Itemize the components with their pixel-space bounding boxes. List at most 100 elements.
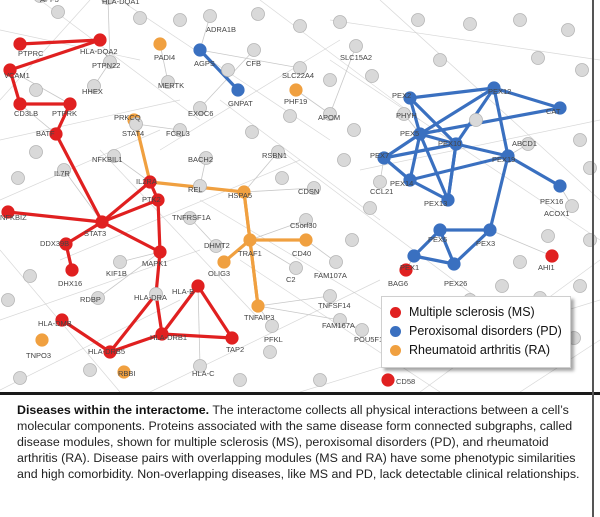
node-label: ABCD1	[512, 139, 537, 148]
node-label: POU5F1	[354, 335, 383, 344]
network-node	[521, 137, 535, 151]
node-label: PEX19	[492, 155, 515, 164]
node-label: KIF1B	[106, 269, 127, 278]
network-node	[251, 299, 265, 313]
network-node	[403, 173, 417, 187]
network-node	[323, 289, 337, 303]
network-node	[561, 23, 575, 37]
network-node	[23, 269, 37, 283]
network-node	[373, 175, 387, 189]
node-label: CD58	[396, 377, 415, 386]
node-label: HLA-DRA	[134, 293, 167, 302]
module-edge	[492, 86, 562, 110]
disease-legend: Multiple sclerosis (MS) Peroxisomal diso…	[381, 296, 571, 368]
network-node	[1, 293, 15, 307]
network-node	[299, 233, 313, 247]
node-label: BATF	[36, 129, 55, 138]
node-label: PTPRK	[52, 109, 77, 118]
network-canvas: APF3HLA-DQA1ADRA1BPTPRCHLA-DQA2AGPSCFBSL…	[0, 0, 600, 392]
network-node	[151, 193, 165, 207]
network-node	[183, 211, 197, 225]
node-label: PEX5	[400, 129, 419, 138]
network-node	[149, 287, 163, 301]
background-edge	[159, 39, 341, 151]
network-node	[573, 279, 587, 293]
network-node	[365, 69, 379, 83]
network-node	[329, 255, 343, 269]
ms-color-dot	[390, 306, 401, 318]
network-node	[345, 233, 359, 247]
node-label: REL	[188, 185, 203, 194]
node-label: PHYH	[396, 111, 417, 120]
module-edge	[382, 142, 458, 160]
ra-color-dot	[390, 344, 401, 356]
node-label: NFKBIL1	[92, 155, 122, 164]
network-node	[531, 51, 545, 65]
node-label: TAP2	[226, 345, 244, 354]
network-node	[541, 229, 555, 243]
node-label: RDBP	[80, 295, 101, 304]
network-node	[155, 327, 169, 341]
network-node	[203, 9, 217, 23]
network-node	[275, 171, 289, 185]
network-node	[173, 123, 187, 137]
module-edge	[408, 96, 458, 146]
node-label: PEX12	[488, 87, 511, 96]
node-label: GNPAT	[228, 99, 253, 108]
node-label: APOM	[318, 113, 340, 122]
node-label: MERTK	[158, 81, 184, 90]
network-node	[263, 345, 277, 359]
node-label: APF3	[40, 0, 59, 4]
node-label: CD3LB	[14, 109, 38, 118]
background-edge	[0, 129, 161, 201]
network-node	[13, 371, 27, 385]
module-edge	[18, 38, 102, 46]
network-node	[449, 137, 463, 151]
node-label: PEX26	[444, 279, 467, 288]
module-edge	[156, 198, 162, 254]
node-label: TNFAIP3	[244, 313, 274, 322]
network-node	[129, 117, 143, 131]
network-node	[575, 63, 589, 77]
background-edge	[199, 199, 401, 321]
node-label: ADRA1B	[206, 25, 236, 34]
node-label: BACH2	[188, 155, 213, 164]
module-edge	[408, 154, 510, 182]
network-node	[93, 33, 107, 47]
background-edge	[0, 299, 181, 391]
node-label: STAT4	[122, 129, 144, 138]
node-label: PEX16	[540, 197, 563, 206]
node-label: ACOX1	[544, 209, 569, 218]
module-edge	[100, 180, 152, 224]
network-node	[447, 257, 461, 271]
network-node	[583, 233, 597, 247]
background-edge	[219, 99, 381, 221]
background-edge	[113, 155, 151, 183]
background-edge	[0, 29, 141, 61]
background-edge	[197, 285, 201, 367]
network-node	[245, 125, 259, 139]
network-node	[441, 193, 455, 207]
network-node	[153, 245, 167, 259]
network-node	[463, 17, 477, 31]
network-node	[289, 83, 303, 97]
network-node	[565, 199, 579, 213]
network-node	[307, 181, 321, 195]
network-node	[553, 179, 567, 193]
network-node	[251, 7, 265, 21]
network-node	[355, 323, 369, 337]
node-label: RBBI	[118, 369, 136, 378]
node-label: PFKL	[264, 335, 283, 344]
module-edge	[408, 178, 450, 202]
network-node	[133, 11, 147, 25]
network-node	[91, 291, 105, 305]
network-node	[323, 107, 337, 121]
node-label: TRAF1	[238, 249, 262, 258]
module-edge	[198, 48, 240, 92]
module-edge	[446, 142, 458, 202]
network-node	[483, 223, 497, 237]
node-label: FAM167A	[322, 321, 355, 330]
caption-divider	[0, 392, 600, 395]
network-node	[469, 113, 483, 127]
network-node	[377, 151, 391, 165]
